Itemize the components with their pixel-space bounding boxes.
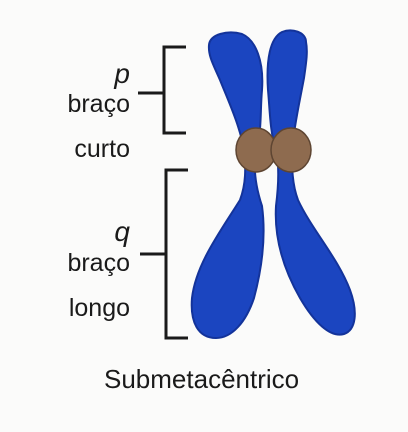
right-chromatid (266, 29, 356, 336)
p-arm-bracket (138, 45, 186, 135)
centromere-right-sphere (270, 127, 312, 173)
chromosome-type-caption: Submetacêntrico (104, 364, 300, 394)
p-arm-letter: p (114, 58, 130, 89)
q-arm-label-line1: braço (67, 249, 130, 277)
p-arm-label-line1: braço (67, 90, 130, 118)
centromere-left-sphere (235, 127, 277, 173)
q-arm-label-line2: longo (68, 294, 130, 322)
q-arm-bracket (140, 168, 188, 340)
q-arm-letter: q (114, 216, 130, 247)
left-chromatid (190, 31, 265, 340)
p-arm-label-line2: curto (74, 135, 130, 163)
